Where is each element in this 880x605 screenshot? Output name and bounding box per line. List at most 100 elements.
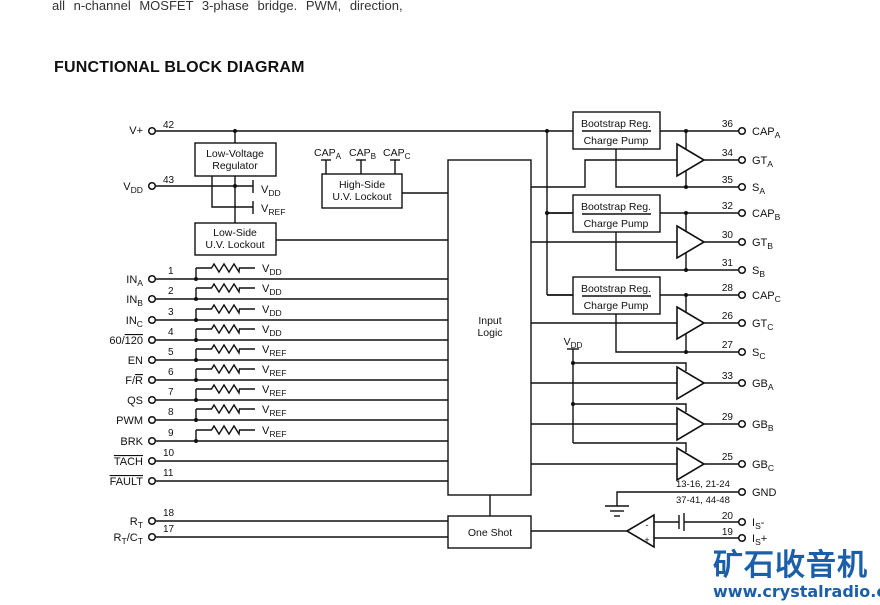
- pin-terminal: [147, 126, 157, 136]
- pin-number: 31: [722, 258, 734, 269]
- pullup-resistor: [196, 363, 255, 376]
- pin-number: 7: [168, 387, 174, 398]
- wire: [573, 362, 687, 371]
- pin-number: 29: [722, 412, 734, 423]
- pin-number: 42: [163, 120, 175, 131]
- pin-terminal: [147, 436, 157, 446]
- wire: [573, 403, 687, 412]
- low-side-gate-driver: [676, 446, 706, 482]
- pullup-resistor: [196, 403, 255, 416]
- input-pin-label: QS: [127, 395, 143, 407]
- pin-number: 43: [163, 175, 175, 186]
- low-side-gate-driver: [676, 406, 706, 442]
- input-logic-label: Input: [478, 315, 501, 327]
- pin-number: 28: [722, 283, 734, 294]
- pin-terminal: [147, 532, 157, 542]
- pin-number: 27: [722, 340, 734, 351]
- pin-terminal: [737, 290, 747, 300]
- pin-terminal: [147, 274, 157, 284]
- regulator-label: Low-Voltage: [206, 148, 264, 160]
- pullup-resistor: [196, 343, 255, 356]
- pullup-rail-label: VDD: [262, 263, 282, 277]
- pin-number: 17: [163, 524, 175, 535]
- high-side-gate-driver: [676, 142, 706, 178]
- output-pin-label: GBA: [752, 378, 774, 392]
- current-sense-label: IS+: [752, 533, 767, 547]
- input-pin-label: INC: [126, 315, 143, 329]
- wire: [531, 159, 677, 188]
- pin-terminal: [737, 459, 747, 469]
- gnd-pin-numbers: 37-41, 44-48: [676, 495, 730, 506]
- output-pin-label: CAPA: [752, 126, 781, 140]
- pin-number: 25: [722, 452, 734, 463]
- cap-input-label-b: CAPB: [349, 147, 377, 161]
- pullup-rail-label: VREF: [262, 384, 287, 398]
- pin-number: 18: [163, 508, 175, 519]
- pin-number: 3: [168, 307, 174, 318]
- wire: [616, 491, 739, 506]
- pin-number: 26: [722, 311, 734, 322]
- low-side-uvlo-block: [194, 222, 277, 256]
- watermark-logo: 矿石收音机: [713, 548, 868, 583]
- output-pin-label: GBC: [752, 459, 774, 473]
- high-side-uvlo-block: [321, 173, 403, 209]
- input-pin-label: FAULT: [110, 476, 144, 488]
- pin-number: 5: [168, 347, 174, 358]
- pullup-rail-label: VREF: [262, 344, 287, 358]
- pin-terminal: [737, 182, 747, 192]
- high-side-uvlo-label: High-Side: [339, 179, 385, 191]
- pin-number: 19: [722, 527, 734, 538]
- pin-label-vplus: V+: [129, 125, 143, 137]
- input-pin-label: EN: [128, 355, 143, 367]
- comparator-plus-sign: +: [644, 535, 649, 545]
- pin-terminal: [147, 516, 157, 526]
- charge-pump-label: Charge Pump: [584, 218, 649, 230]
- pin-terminal: [737, 265, 747, 275]
- comparator-minus-sign: -: [646, 520, 649, 530]
- pullup-resistor: [196, 323, 255, 336]
- input-pin-label: TACH: [114, 456, 143, 468]
- pin-terminal: [147, 395, 157, 405]
- pin-terminal: [737, 487, 747, 497]
- input-logic-label: Logic: [477, 327, 502, 339]
- output-pin-label: SC: [752, 347, 766, 361]
- pin-terminal: [147, 456, 157, 466]
- timing-pin-label: RT/CT: [114, 532, 144, 546]
- wire: [211, 176, 253, 208]
- input-pin-label: INA: [126, 274, 143, 288]
- high-side-gate-driver: [676, 224, 706, 260]
- pullup-resistor: [196, 383, 255, 396]
- pin-terminal: [737, 378, 747, 388]
- low-side-uvlo-label: U.V. Lockout: [205, 239, 264, 251]
- output-pin-label: CAPB: [752, 208, 781, 222]
- pin-number: 20: [722, 511, 734, 522]
- pin-number: 8: [168, 407, 174, 418]
- output-pin-label: GBB: [752, 419, 774, 433]
- wire: [615, 232, 739, 271]
- pullup-resistor: [196, 424, 255, 437]
- wire: [573, 442, 687, 452]
- pin-terminal: [147, 375, 157, 385]
- pin-terminal: [737, 419, 747, 429]
- cap-input-label-c: CAPC: [383, 147, 411, 161]
- low-side-uvlo-label: Low-Side: [213, 227, 257, 239]
- output-pin-label: GTC: [752, 318, 773, 332]
- pullup-rail-label: VREF: [262, 404, 287, 418]
- pullup-rail-label: VDD: [262, 324, 282, 338]
- pullup-rail-label: VREF: [262, 425, 287, 439]
- pin-number: 32: [722, 201, 734, 212]
- pin-number: 1: [168, 266, 174, 277]
- pullup-rail-label: VDD: [262, 304, 282, 318]
- section-title: FUNCTIONAL BLOCK DIAGRAM: [54, 59, 305, 76]
- gnd-label: GND: [752, 487, 777, 499]
- pin-number: 10: [163, 448, 175, 459]
- pin-number: 6: [168, 367, 174, 378]
- rail-label-vref: VREF: [261, 203, 286, 217]
- charge-pump-label: Charge Pump: [584, 300, 649, 312]
- low-side-vdd-label: VDD: [564, 336, 583, 350]
- pin-terminal: [147, 415, 157, 425]
- high-side-gate-driver: [676, 305, 706, 341]
- input-pin-label: 60/120: [109, 335, 143, 347]
- current-sense-comparator: [625, 513, 655, 549]
- wire: [615, 314, 739, 353]
